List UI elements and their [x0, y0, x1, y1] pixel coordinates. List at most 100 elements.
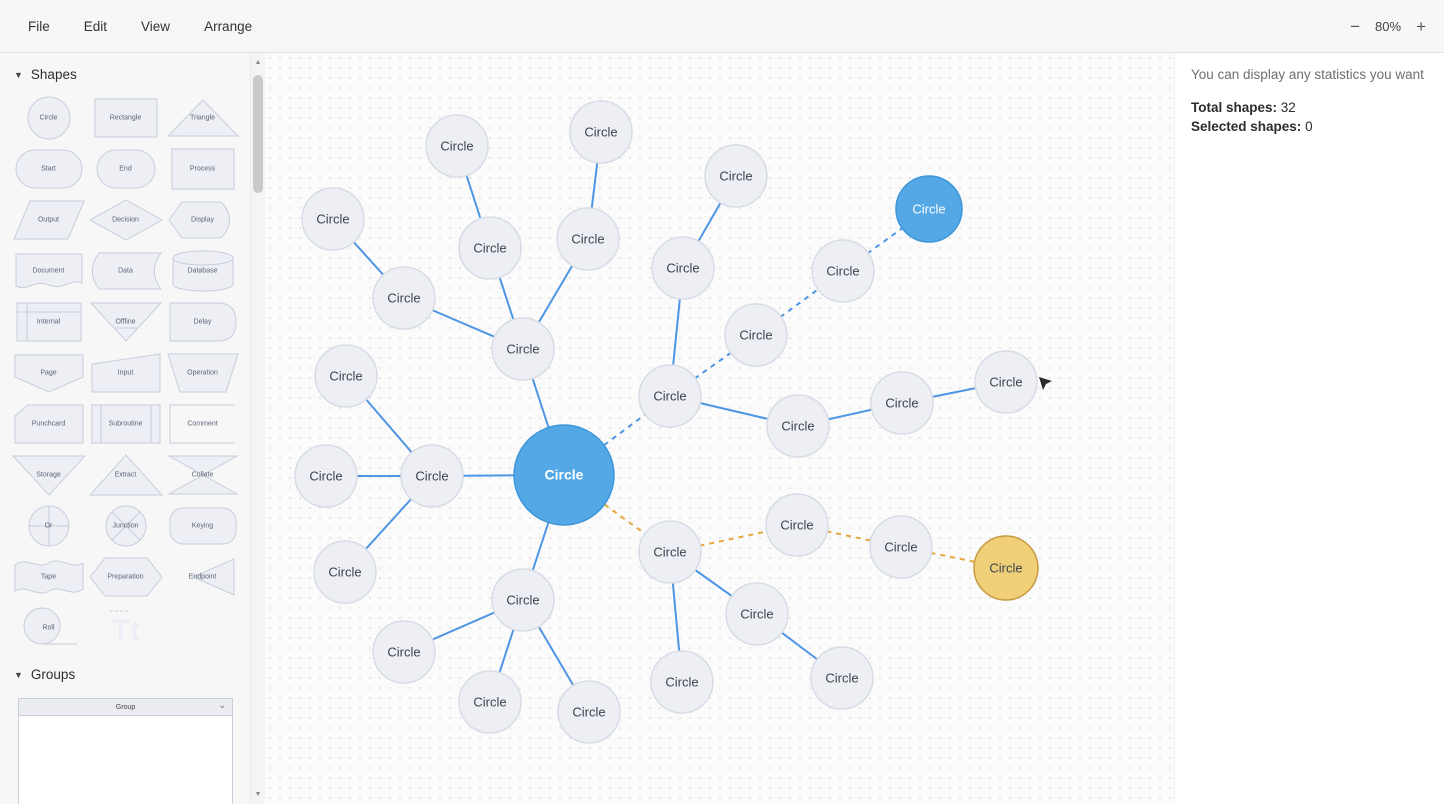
- graph-node-default[interactable]: Circle: [811, 239, 875, 303]
- palette-shape-keying[interactable]: Keying: [164, 500, 241, 551]
- palette-shape-offline[interactable]: Offline: [87, 296, 164, 347]
- palette-shape-triangle[interactable]: Triangle: [164, 92, 241, 143]
- palette-shape-subroutine[interactable]: Subroutine: [87, 398, 164, 449]
- graph-node-default[interactable]: Circle: [491, 568, 555, 632]
- top-menu-bar: File Edit View Arrange − 80% +: [0, 0, 1444, 53]
- graph-node-default[interactable]: Circle: [870, 371, 934, 435]
- palette-shape-input[interactable]: Input: [87, 347, 164, 398]
- graph-node-default[interactable]: Circle: [458, 670, 522, 734]
- graph-node-default[interactable]: Circle: [765, 493, 829, 557]
- palette-shape-document[interactable]: Document: [10, 245, 87, 296]
- selected-shapes-stat: Selected shapes: 0: [1191, 117, 1428, 136]
- graph-node-yellow[interactable]: Circle: [973, 535, 1039, 601]
- graph-node-default[interactable]: Circle: [650, 650, 714, 714]
- menu-item-arrange[interactable]: Arrange: [204, 18, 253, 34]
- palette-shape-punchcard[interactable]: Punchcard: [10, 398, 87, 449]
- zoom-out-button[interactable]: −: [1350, 16, 1361, 36]
- graph-node-blue[interactable]: Circle: [895, 175, 963, 243]
- palette-shape-data[interactable]: Data: [87, 245, 164, 296]
- total-shapes-label: Total shapes:: [1191, 100, 1278, 115]
- graph-node-default[interactable]: Circle: [869, 515, 933, 579]
- scrollbar-thumb[interactable]: [253, 75, 263, 193]
- graph-node-default[interactable]: Circle: [458, 216, 522, 280]
- menu-item-view[interactable]: View: [141, 18, 171, 34]
- graph-node-default[interactable]: Circle: [704, 144, 768, 208]
- palette-shape-delay[interactable]: Delay: [164, 296, 241, 347]
- sidebar-scrollbar[interactable]: ▲ ▼: [250, 53, 265, 804]
- palette-shape-decision[interactable]: Decision: [87, 194, 164, 245]
- graph-node-default[interactable]: Circle: [400, 444, 464, 508]
- graph-node-default[interactable]: Circle: [556, 207, 620, 271]
- palette-shape-storage[interactable]: Storage: [10, 449, 87, 500]
- group-dropdown[interactable]: Group ⌄: [19, 699, 232, 716]
- palette-shape-collate[interactable]: Collate: [164, 449, 241, 500]
- palette-shape-end[interactable]: End: [87, 143, 164, 194]
- graph-node-default[interactable]: Circle: [294, 444, 358, 508]
- palette-shape-operation[interactable]: Operation: [164, 347, 241, 398]
- graph-node-default[interactable]: Circle: [372, 266, 436, 330]
- palette-shape-roll[interactable]: Roll: [10, 602, 87, 653]
- zoom-level: 80%: [1375, 18, 1402, 34]
- document-shape-icon: [15, 253, 82, 288]
- graph-node-default[interactable]: Circle: [974, 350, 1038, 414]
- total-shapes-value: 32: [1280, 100, 1296, 115]
- junction-shape-icon: [105, 505, 146, 546]
- text-shape-icon: Tt: [109, 610, 140, 647]
- graph-node-default[interactable]: Circle: [372, 620, 436, 684]
- preparation-shape-icon: [88, 557, 163, 596]
- palette-shape-internal[interactable]: Internal: [10, 296, 87, 347]
- graph-node-default[interactable]: Circle: [724, 303, 788, 367]
- menu-item-file[interactable]: File: [28, 18, 50, 34]
- graph-edge-dashed-blue: [669, 334, 757, 397]
- graph-node-default[interactable]: Circle: [638, 364, 702, 428]
- shapes-section-header[interactable]: ▼ Shapes: [14, 67, 250, 82]
- palette-shape-database[interactable]: Database: [164, 245, 241, 296]
- graph-node-default[interactable]: Circle: [491, 317, 555, 381]
- graph-node-default[interactable]: Circle: [638, 520, 702, 584]
- graph-node-default[interactable]: Circle: [766, 394, 830, 458]
- zoom-in-button[interactable]: +: [1416, 16, 1426, 36]
- graph-node-default[interactable]: Circle: [557, 680, 621, 744]
- subroutine-shape-icon: [91, 404, 160, 443]
- menu-item-edit[interactable]: Edit: [83, 18, 108, 34]
- selected-shapes-label: Selected shapes:: [1191, 119, 1302, 134]
- zoom-controls: − 80% +: [1350, 18, 1444, 35]
- palette-shape-extract[interactable]: Extract: [87, 449, 164, 500]
- graph-node-default[interactable]: Circle: [425, 114, 489, 178]
- palette-shape-comment[interactable]: Comment: [164, 398, 241, 449]
- graph-node-default[interactable]: Circle: [569, 100, 633, 164]
- palette-shape-text[interactable]: Tt: [87, 602, 164, 653]
- graph-edge-dashed-orange: [796, 524, 902, 548]
- graph-node-default[interactable]: Circle: [313, 540, 377, 604]
- palette-shape-circle[interactable]: Circle: [10, 92, 87, 143]
- menu: File Edit View Arrange: [0, 11, 269, 42]
- scroll-down-arrow-icon[interactable]: ▼: [254, 791, 262, 798]
- statistics-panel: You can display any statistics you want …: [1174, 53, 1444, 804]
- groups-section-header[interactable]: ▼ Groups: [14, 667, 250, 682]
- groups-panel: Group ⌄: [18, 698, 233, 804]
- graph-node-default[interactable]: Circle: [314, 344, 378, 408]
- palette-shape-output[interactable]: Output: [10, 194, 87, 245]
- graph-node-default[interactable]: Circle: [725, 582, 789, 646]
- palette-shape-process[interactable]: Process: [164, 143, 241, 194]
- collate-shape-icon: [166, 455, 239, 494]
- graph-node-default[interactable]: Circle: [651, 236, 715, 300]
- palette-shape-preparation[interactable]: Preparation: [87, 551, 164, 602]
- graph-node-default[interactable]: Circle: [810, 646, 874, 710]
- statistics-hint: You can display any statistics you want: [1191, 67, 1424, 82]
- palette-shape-page[interactable]: Page: [10, 347, 87, 398]
- palette-shape-or[interactable]: Or: [10, 500, 87, 551]
- palette-shape-junction[interactable]: Junction: [87, 500, 164, 551]
- scroll-up-arrow-icon[interactable]: ▲: [254, 59, 262, 66]
- shapes-section-title: Shapes: [30, 67, 77, 82]
- graph-node-default[interactable]: Circle: [301, 187, 365, 251]
- collapse-triangle-icon: ▼: [14, 69, 23, 80]
- palette-shape-rectangle[interactable]: Rectangle: [87, 92, 164, 143]
- palette-shape-display[interactable]: Display: [164, 194, 241, 245]
- graph-node-hub[interactable]: Circle: [513, 424, 615, 526]
- palette-shape-endpoint[interactable]: Endpoint: [164, 551, 241, 602]
- palette-shape-start[interactable]: Start: [10, 143, 87, 194]
- palette-shape-tape[interactable]: Tape: [10, 551, 87, 602]
